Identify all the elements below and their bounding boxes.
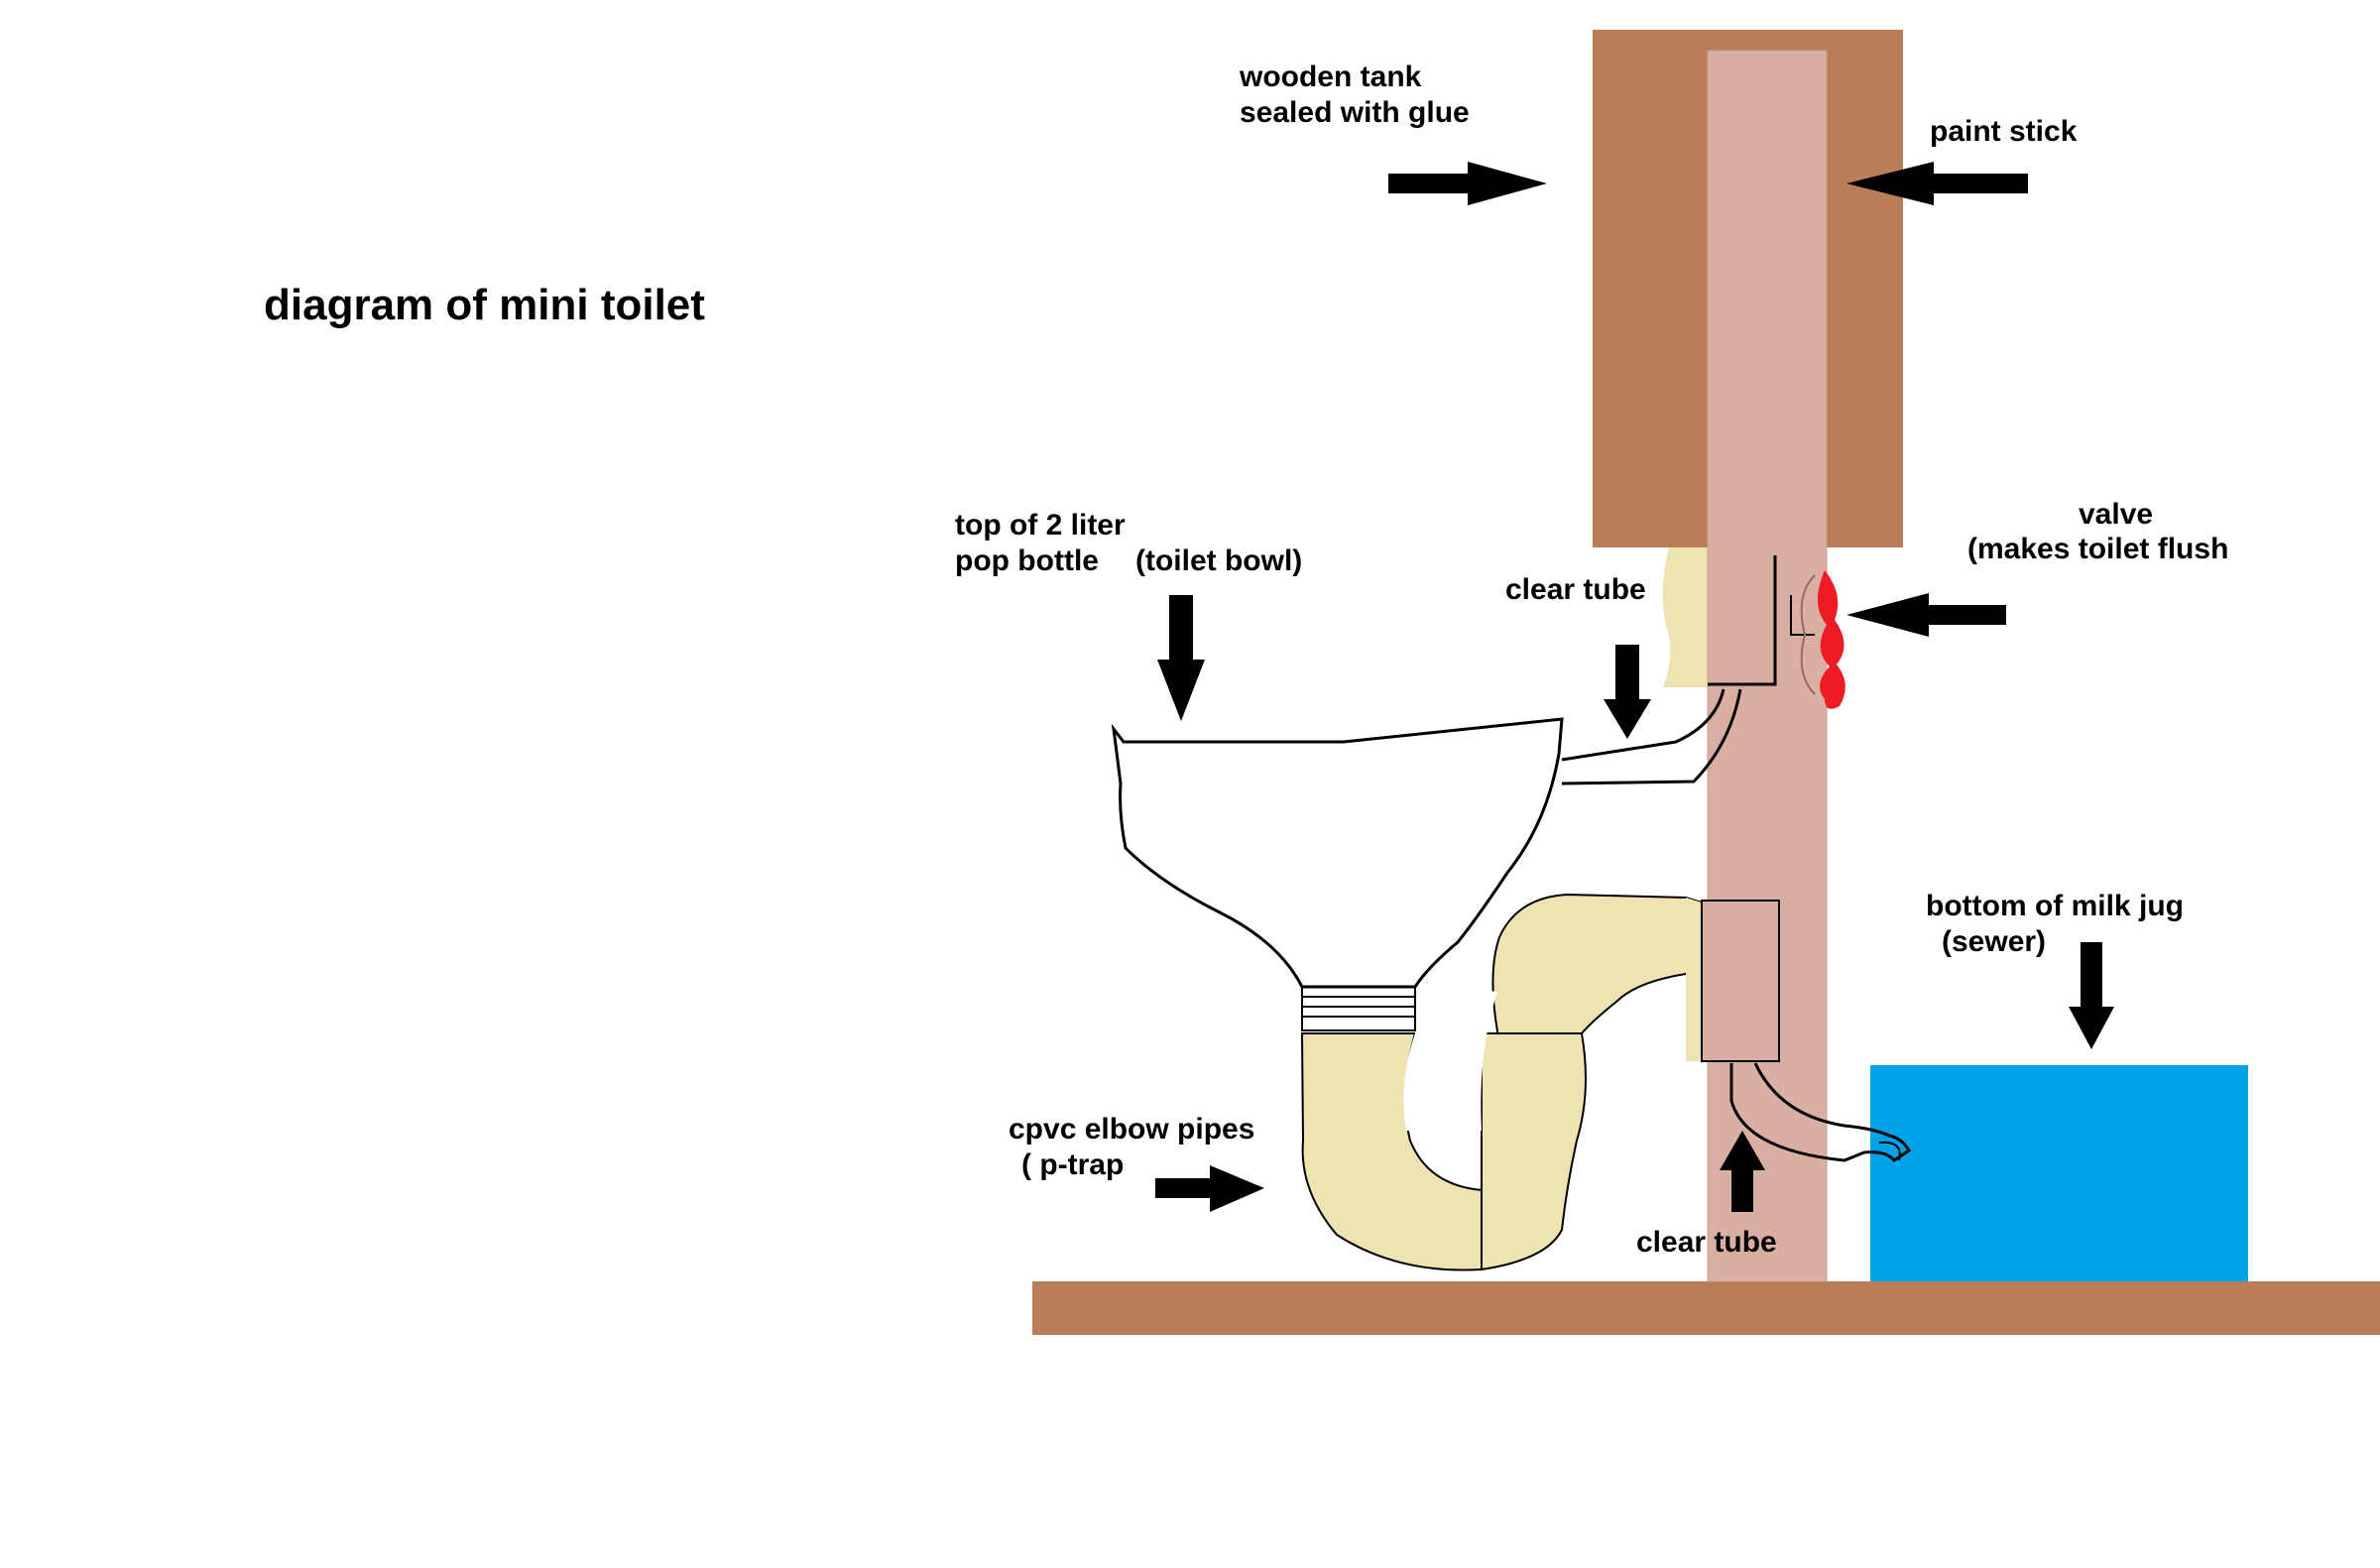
bowl-inlet-tube (1561, 688, 1742, 785)
label-cpvc-2: ( p-trap (1021, 1148, 1124, 1181)
arrow-milk-jug (2069, 942, 2114, 1049)
p-trap-horizontal (1686, 898, 1702, 1061)
label-clear-tube-top: clear tube (1505, 573, 1646, 606)
label-tank-1: wooden tank (1239, 60, 1422, 93)
p-trap-right-elbow (1481, 1032, 1587, 1271)
label-paint-stick: paint stick (1930, 115, 2078, 148)
toilet-bowl (1111, 717, 1564, 989)
sewer-clear-tube (1729, 1062, 1912, 1163)
arrow-clear-tube-bottom (1720, 1131, 1765, 1212)
label-milk-1: bottom of milk jug (1926, 890, 2184, 922)
label-valve-2: (makes toilet flush (1967, 533, 2228, 565)
label-tank-2: sealed with glue (1240, 96, 1470, 129)
paint-stick (1708, 51, 1827, 1281)
bowl-collar (1301, 986, 1416, 1031)
tank-outlet-tube (1662, 547, 1708, 687)
arrow-clear-tube-top (1604, 645, 1651, 739)
arrow-paint-stick (1846, 162, 2028, 205)
milk-jug-sewer (1870, 1065, 2248, 1281)
p-trap-upper-elbow (1491, 893, 1703, 1034)
arrow-cpvc (1155, 1165, 1264, 1212)
paint-stick-outline (1707, 50, 1828, 1282)
label-cpvc-1: cpvc elbow pipes (1009, 1113, 1254, 1146)
label-milk-2: (sewer) (1942, 925, 2046, 958)
arrow-bowl (1157, 595, 1205, 721)
label-bottle-1: top of 2 liter (955, 509, 1126, 542)
label-bottle-2: pop bottle (955, 544, 1099, 577)
p-trap (1300, 893, 1703, 1271)
valve (1708, 555, 1845, 709)
valve-red-knob (1817, 570, 1845, 709)
diagram-title: diagram of mini toilet (264, 281, 705, 329)
p-trap-inner-tongue (1403, 982, 1497, 1131)
arrow-tank (1388, 162, 1547, 205)
label-clear-tube-bottom: clear tube (1636, 1226, 1777, 1259)
arrow-valve (1846, 593, 2006, 637)
pipe-connector (1701, 900, 1780, 1062)
floor-board (1032, 1281, 2380, 1335)
label-valve-1: valve (2079, 498, 2153, 531)
label-bottle-3: (toilet bowl) (1135, 544, 1302, 577)
arrows (1155, 162, 2114, 1212)
